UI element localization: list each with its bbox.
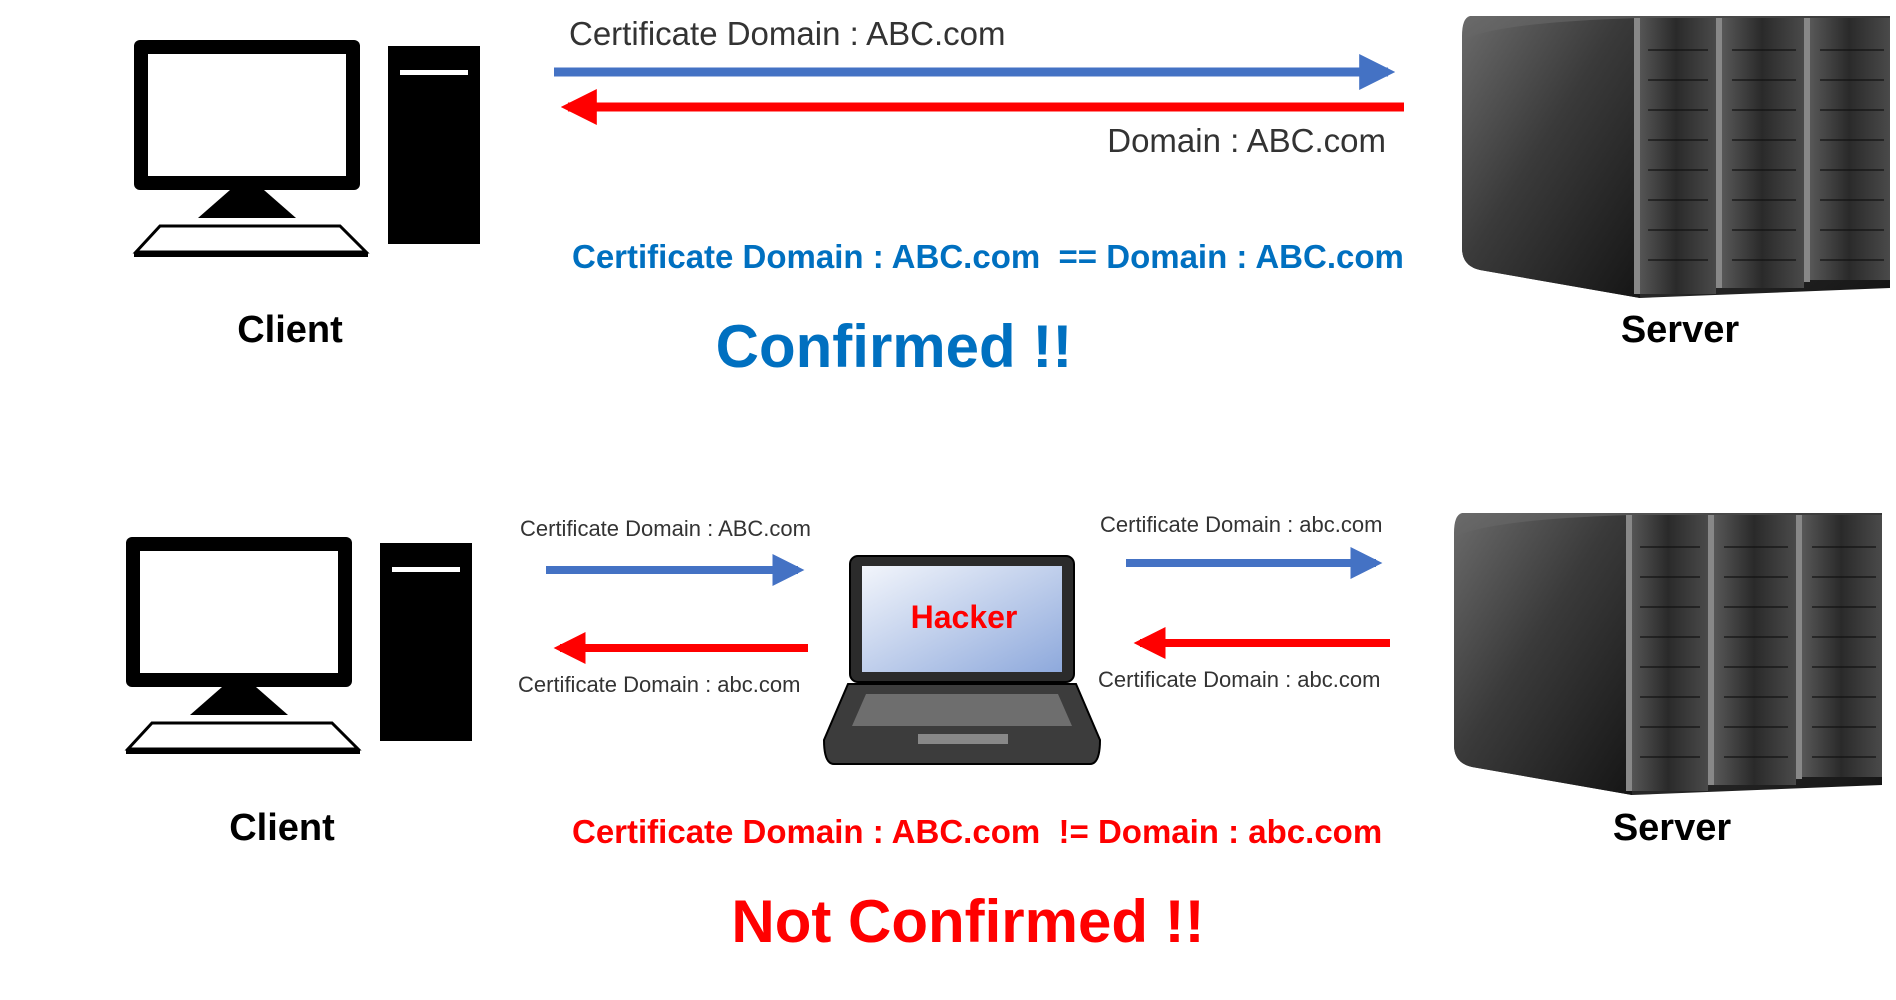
confirmed-result: Confirmed !! — [716, 313, 1073, 380]
server-to-hacker-label: Certificate Domain : abc.com — [1098, 667, 1380, 692]
hacker-to-server-label: Certificate Domain : abc.com — [1100, 512, 1382, 537]
client-to-hacker-label: Certificate Domain : ABC.com — [520, 516, 811, 541]
arrow-back-label: Domain : ABC.com — [1107, 122, 1386, 159]
client-label: Client — [237, 309, 343, 351]
hacker-label: Hacker — [911, 599, 1018, 635]
desktop-computer-icon — [132, 40, 480, 257]
desktop-computer-icon — [124, 537, 472, 754]
laptop-icon — [822, 555, 1102, 765]
arrow-out-label: Certificate Domain : ABC.com — [569, 15, 1005, 52]
hacker-to-client-label: Certificate Domain : abc.com — [518, 672, 800, 697]
server-label: Server — [1613, 807, 1732, 849]
server-label: Server — [1621, 309, 1740, 351]
server-rack-icon — [1462, 16, 1890, 298]
server-rack-icon — [1454, 513, 1882, 795]
not-confirmed-result: Not Confirmed !! — [731, 888, 1204, 955]
client-label: Client — [229, 807, 335, 849]
comparison-text: Certificate Domain : ABC.com != Domain :… — [572, 813, 1382, 850]
comparison-text: Certificate Domain : ABC.com == Domain :… — [572, 238, 1404, 275]
